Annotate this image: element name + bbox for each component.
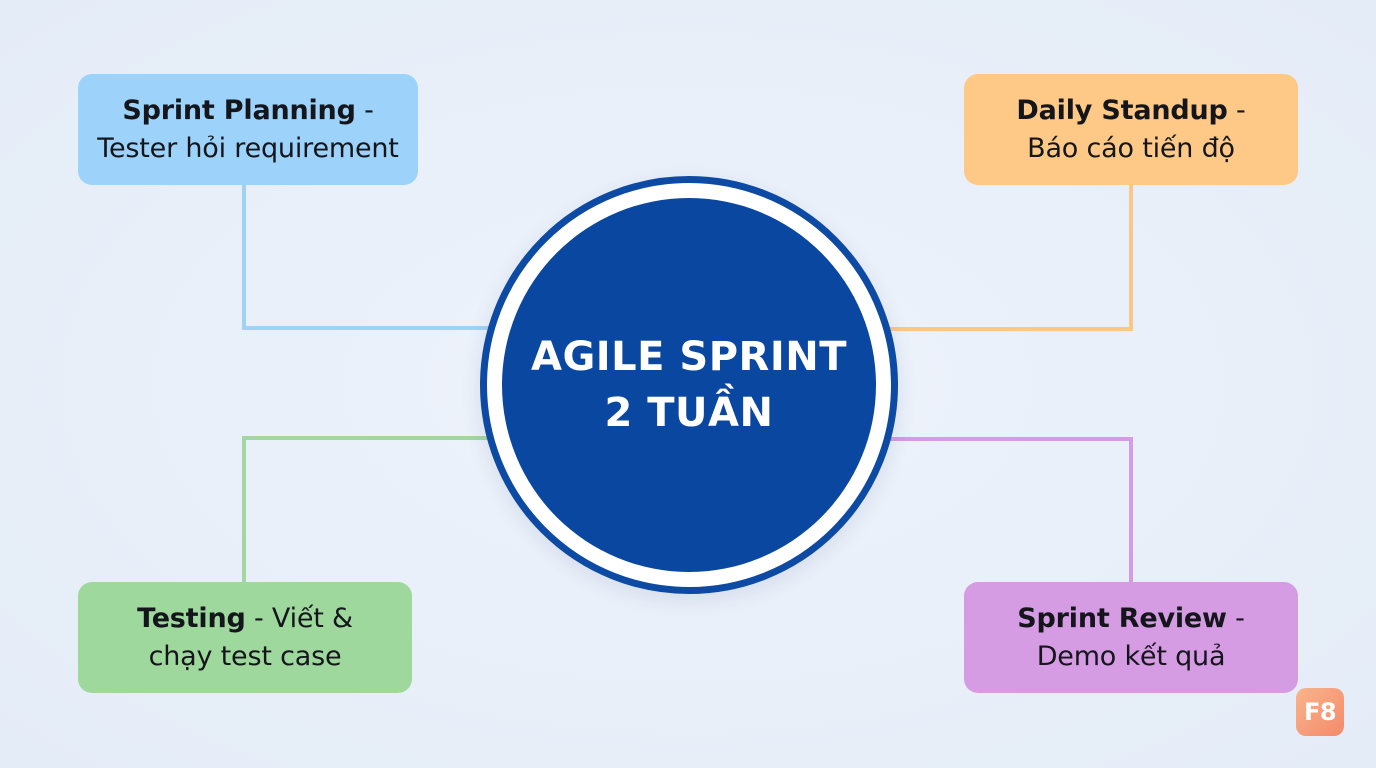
node-separator: - <box>1226 602 1245 634</box>
node-description: Tester hỏi requirement <box>97 132 399 164</box>
node-description: Demo kết quả <box>1036 640 1226 672</box>
connector-review <box>888 437 1133 582</box>
node-description: Báo cáo tiến độ <box>1027 132 1235 164</box>
node-daily-standup-line1: Daily Standup - <box>1016 92 1245 130</box>
node-title: Sprint Planning <box>122 94 356 126</box>
connector-planning <box>242 185 490 330</box>
node-title: Daily Standup <box>1016 94 1228 126</box>
node-title: Sprint Review <box>1017 602 1227 634</box>
node-separator: - <box>355 94 374 126</box>
node-sprint-planning: Sprint Planning - Tester hỏi requirement <box>78 74 418 185</box>
center-title-line2: 2 TUẦN <box>604 390 774 436</box>
node-separator: - <box>1227 94 1246 126</box>
node-separator: - Viết & <box>245 602 353 634</box>
f8-logo: F8 <box>1296 688 1344 736</box>
connector-standup <box>888 185 1133 331</box>
node-description: chạy test case <box>148 640 342 672</box>
node-sprint-planning-line1: Sprint Planning - <box>122 92 374 130</box>
node-testing-line1: Testing - Viết & <box>137 600 353 638</box>
node-sprint-review: Sprint Review - Demo kết quả <box>964 582 1298 693</box>
connector-testing <box>242 436 490 582</box>
node-title: Testing <box>137 602 246 634</box>
node-daily-standup: Daily Standup - Báo cáo tiến độ <box>964 74 1298 185</box>
center-hub: AGILE SPRINT 2 TUẦN <box>502 198 876 572</box>
node-testing: Testing - Viết & chạy test case <box>78 582 412 693</box>
node-sprint-review-line1: Sprint Review - <box>1017 600 1245 638</box>
center-title-line1: AGILE SPRINT <box>531 334 847 380</box>
